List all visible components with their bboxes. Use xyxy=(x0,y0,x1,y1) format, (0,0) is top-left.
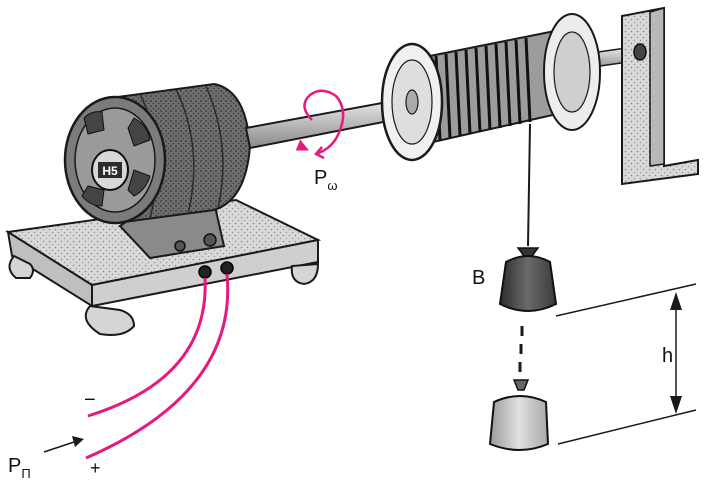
weight-upper xyxy=(498,247,558,312)
minus-terminal-label: − xyxy=(84,389,96,411)
height-label: h xyxy=(662,345,673,367)
weight-lower xyxy=(488,379,550,451)
power-omega-label: Pω xyxy=(314,167,338,193)
weight-motion-path xyxy=(518,326,524,372)
rotation-direction-icon xyxy=(296,89,345,160)
plus-terminal-label: + xyxy=(90,458,101,478)
svg-text:H5: H5 xyxy=(102,164,118,178)
winding-drum xyxy=(380,13,643,162)
double-arrow-icon xyxy=(670,292,682,414)
power-wires xyxy=(85,273,230,460)
lifting-rope xyxy=(527,123,531,247)
weight-label: B xyxy=(472,267,485,289)
height-marker xyxy=(555,283,697,445)
bearing-bracket xyxy=(621,6,699,186)
electric-motor: H5 xyxy=(63,82,252,260)
input-arrow-icon xyxy=(43,436,84,453)
negative-terminal xyxy=(198,265,212,279)
positive-terminal xyxy=(220,261,234,275)
power-input-label: PП xyxy=(8,455,31,481)
